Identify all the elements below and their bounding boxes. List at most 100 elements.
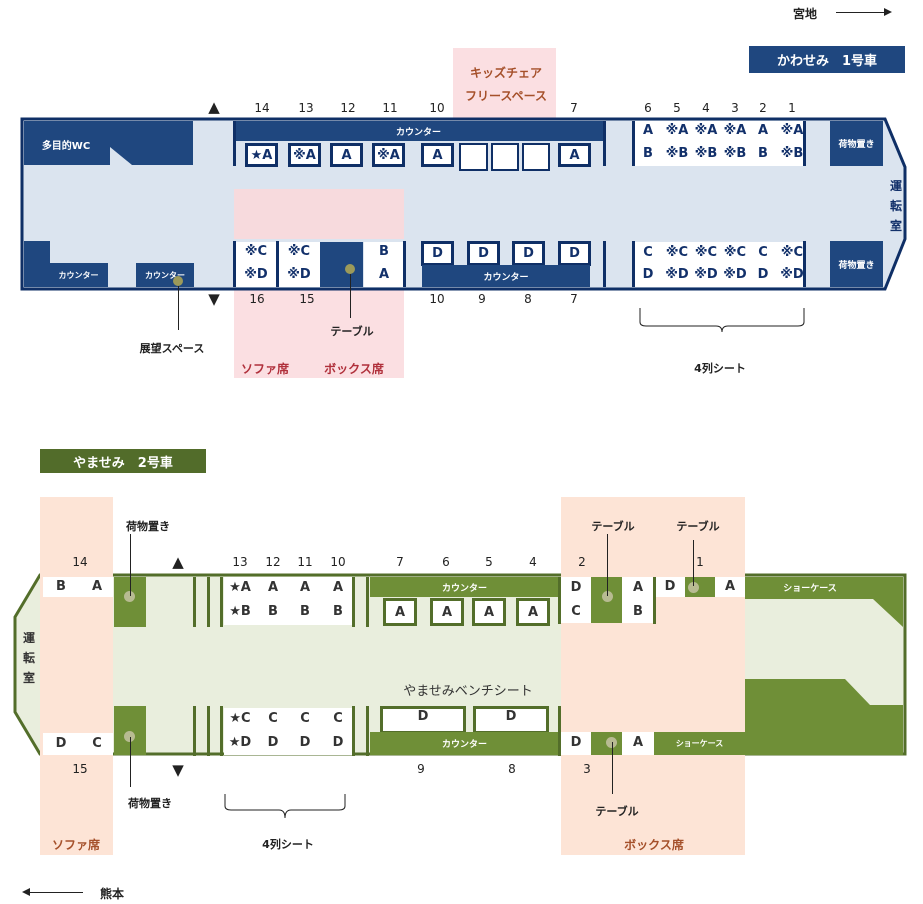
- seat-10B[interactable]: B: [333, 604, 343, 619]
- seat-2C[interactable]: C: [571, 604, 581, 619]
- seat-14A[interactable]: ★A: [245, 143, 278, 167]
- row-number: 1: [788, 101, 796, 115]
- seat-12A[interactable]: A: [330, 143, 363, 167]
- seat-box-B[interactable]: B: [379, 244, 389, 259]
- seat-14A[interactable]: A: [91, 579, 103, 594]
- row-number: 12: [340, 101, 356, 115]
- seat-15D[interactable]: ※D: [287, 267, 311, 282]
- row-number: 11: [297, 555, 313, 569]
- kids-chair: [522, 143, 550, 171]
- seat-13C[interactable]: ★C: [229, 711, 251, 726]
- seat-12D[interactable]: D: [267, 735, 279, 750]
- seat-14B[interactable]: B: [56, 579, 66, 594]
- seat-10C[interactable]: C: [333, 711, 343, 726]
- seat-12A[interactable]: A: [267, 580, 279, 595]
- luggage-top: 荷物置き: [830, 121, 883, 166]
- seat-13A[interactable]: ※A: [288, 143, 321, 167]
- seat-3A[interactable]: ※A: [723, 123, 747, 138]
- seat-10D[interactable]: D: [421, 241, 454, 266]
- seat-9D[interactable]: D: [380, 706, 466, 734]
- seat-1A[interactable]: ※A: [780, 123, 804, 138]
- seat-11B[interactable]: B: [300, 604, 310, 619]
- seat-10A[interactable]: A: [421, 143, 454, 167]
- seat-12C[interactable]: C: [268, 711, 278, 726]
- seat-4D[interactable]: ※D: [694, 267, 718, 282]
- seat-1D[interactable]: ※D: [780, 267, 804, 282]
- seat-11C[interactable]: C: [300, 711, 310, 726]
- table-label: テーブル: [595, 805, 639, 818]
- four-col-seat-label: 4列シート: [262, 838, 314, 851]
- luggage-label-bottom: 荷物置き: [128, 797, 172, 810]
- seat-7D[interactable]: D: [558, 241, 591, 266]
- counter-observation: カウンター: [136, 263, 194, 287]
- seat-2A[interactable]: A: [632, 580, 644, 595]
- direction-kumamoto: 熊本: [99, 887, 125, 901]
- seat-2B[interactable]: B: [633, 604, 643, 619]
- seat-2D[interactable]: D: [570, 580, 582, 595]
- seat-2D[interactable]: D: [757, 267, 769, 282]
- seat-7A[interactable]: A: [558, 143, 591, 167]
- seat-5A[interactable]: A: [472, 598, 506, 626]
- seat-11A[interactable]: ※A: [372, 143, 405, 167]
- bench-seat-label: やませみベンチシート: [403, 684, 533, 699]
- seat-15D[interactable]: D: [55, 736, 67, 751]
- seat-13D[interactable]: ★D: [228, 735, 252, 750]
- sofa-seat-label: ソファ席: [51, 838, 101, 852]
- seat-4C[interactable]: ※C: [694, 245, 718, 260]
- seat-16C[interactable]: ※C: [244, 244, 268, 259]
- box3-left: [561, 732, 591, 755]
- seat-3C[interactable]: ※C: [723, 245, 747, 260]
- row-number: 3: [731, 101, 739, 115]
- seat-11D[interactable]: D: [299, 735, 311, 750]
- seat-6B[interactable]: B: [643, 146, 653, 161]
- seat-8D[interactable]: D: [473, 706, 549, 734]
- seat-6C[interactable]: C: [643, 245, 653, 260]
- seat-15C[interactable]: C: [92, 736, 102, 751]
- seat-1D[interactable]: D: [664, 579, 676, 594]
- seat-16D[interactable]: ※D: [244, 267, 268, 282]
- seat-4B[interactable]: ※B: [694, 146, 718, 161]
- partition: [220, 706, 223, 756]
- seat-8D[interactable]: D: [512, 241, 545, 266]
- seat-5D[interactable]: ※D: [665, 267, 689, 282]
- seat-3D[interactable]: D: [570, 735, 582, 750]
- seat-12B[interactable]: B: [268, 604, 278, 619]
- partition: [403, 241, 406, 287]
- free-space-label: フリースペース: [465, 89, 547, 103]
- seat-6A[interactable]: A: [642, 123, 654, 138]
- seat-6D[interactable]: D: [642, 267, 654, 282]
- seat-1C[interactable]: ※C: [780, 245, 804, 260]
- seat-2C[interactable]: C: [758, 245, 768, 260]
- seat-4A[interactable]: A: [516, 598, 550, 626]
- seat-13A[interactable]: ★A: [229, 580, 251, 595]
- seat-10D[interactable]: D: [332, 735, 344, 750]
- seat-3D[interactable]: ※D: [723, 267, 747, 282]
- seat-2A[interactable]: A: [757, 123, 769, 138]
- seat-7A[interactable]: A: [383, 598, 417, 626]
- seat-15C[interactable]: ※C: [287, 244, 311, 259]
- seat-5A[interactable]: ※A: [665, 123, 689, 138]
- row-number: 1: [696, 555, 704, 569]
- four-col-block-top: [635, 121, 804, 166]
- seat-9D[interactable]: D: [467, 241, 500, 266]
- seat-5B[interactable]: ※B: [665, 146, 689, 161]
- seat-2B[interactable]: B: [758, 146, 768, 161]
- seat-3B[interactable]: ※B: [723, 146, 747, 161]
- seat-box-A[interactable]: A: [378, 267, 390, 282]
- seat-1B[interactable]: ※B: [780, 146, 804, 161]
- seat-10A[interactable]: A: [332, 580, 344, 595]
- seat-4A[interactable]: ※A: [694, 123, 718, 138]
- luggage-marker-icon: [124, 731, 135, 742]
- row-number: 9: [478, 292, 486, 306]
- seat-1A[interactable]: A: [724, 579, 736, 594]
- partition: [193, 577, 196, 627]
- table-marker-icon: [602, 591, 613, 602]
- seat-3A[interactable]: A: [632, 735, 644, 750]
- seat-11A[interactable]: A: [299, 580, 311, 595]
- seat-6A[interactable]: A: [430, 598, 464, 626]
- partition: [603, 121, 606, 166]
- kids-chair-label: キッズチェア: [469, 66, 543, 80]
- partition: [366, 577, 369, 627]
- seat-13B[interactable]: ★B: [229, 604, 251, 619]
- seat-5C[interactable]: ※C: [665, 245, 689, 260]
